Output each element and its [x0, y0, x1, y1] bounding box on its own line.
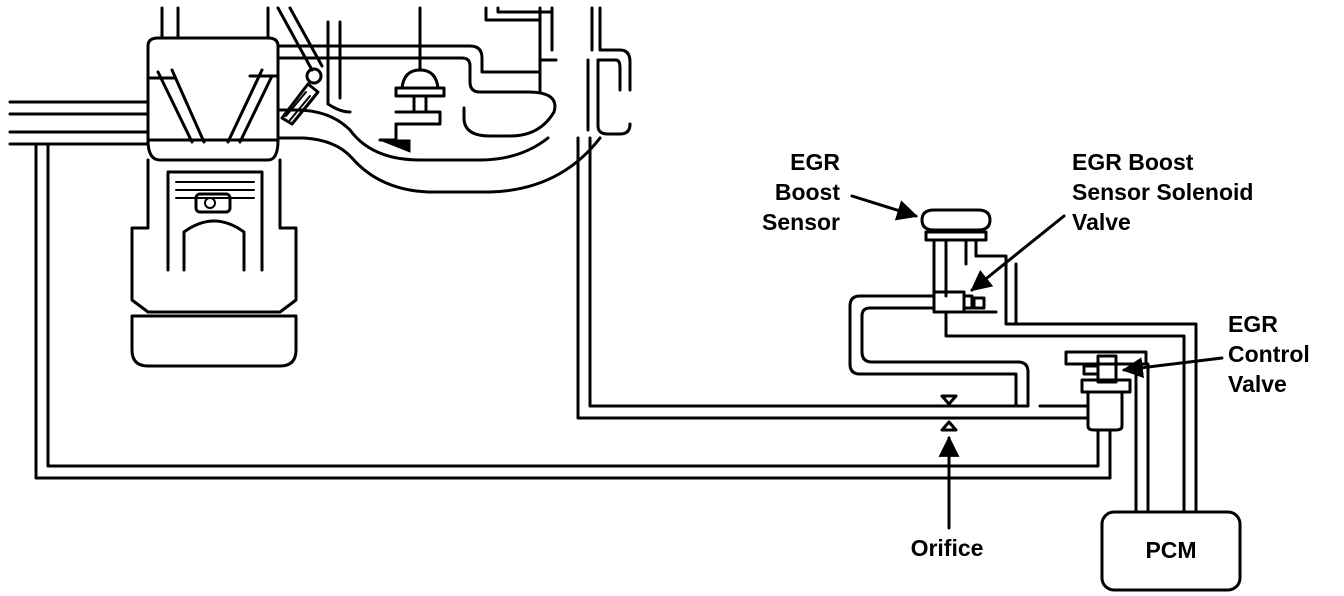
- arrow-to-solenoid-valve: [970, 214, 1066, 292]
- vacuum-lines: [34, 136, 1112, 480]
- label-control-valve-line2: Control: [1228, 341, 1310, 367]
- orifice: [940, 394, 958, 432]
- egr-control-valve: [1064, 350, 1150, 512]
- labels: EGR Boost Sensor EGR Boost Sensor Soleno…: [762, 149, 1310, 563]
- arrow-to-control-valve: [1121, 356, 1224, 379]
- label-egr-boost-sensor-line3: Sensor: [762, 209, 840, 235]
- label-solenoid-valve-line1: EGR Boost: [1072, 149, 1194, 175]
- label-pcm: PCM: [1145, 537, 1196, 563]
- pcm-module: [1100, 510, 1242, 592]
- engine-cylinder: [130, 6, 298, 368]
- label-control-valve-line1: EGR: [1228, 311, 1278, 337]
- arrow-to-boost-sensor: [850, 194, 919, 221]
- label-solenoid-valve-line2: Sensor Solenoid: [1072, 179, 1253, 205]
- label-egr-boost-sensor-line1: EGR: [790, 149, 840, 175]
- egr-boost-sensor-solenoid-valve: [932, 254, 1198, 512]
- label-egr-boost-sensor-line2: Boost: [775, 179, 841, 205]
- label-orifice: Orifice: [911, 535, 984, 561]
- label-control-valve-line3: Valve: [1228, 371, 1287, 397]
- label-solenoid-valve-line3: Valve: [1072, 209, 1131, 235]
- intake-manifold: [8, 6, 632, 194]
- leader-arrows: [850, 194, 1224, 530]
- egr-boost-sensor: [920, 208, 992, 298]
